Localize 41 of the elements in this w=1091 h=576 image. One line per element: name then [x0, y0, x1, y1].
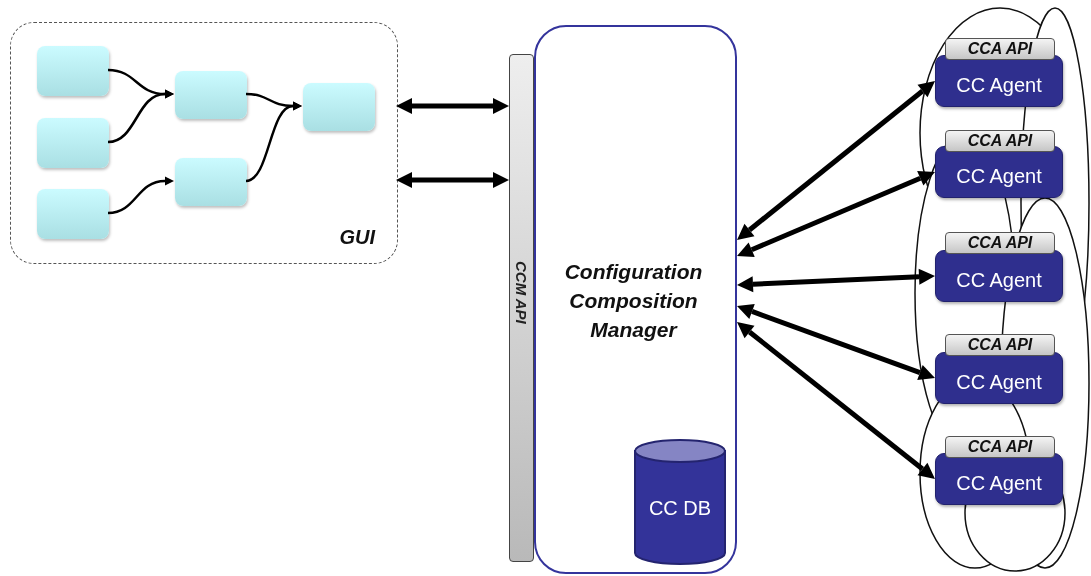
agent-label: CC Agent: [956, 74, 1042, 97]
arrow: [107, 89, 174, 144]
double-arrow: [737, 170, 935, 258]
arrow: [107, 176, 174, 215]
api-label: CCA API: [967, 336, 1033, 354]
double-arrow: [396, 172, 509, 188]
api-label: CCA API: [967, 40, 1033, 58]
database-label: CC DB: [647, 497, 713, 520]
api-tab: [945, 38, 1055, 60]
agent-label: CC Agent: [956, 269, 1042, 292]
api-label: CCA API: [967, 438, 1033, 456]
process-box: [37, 46, 109, 96]
api-tab: [945, 436, 1055, 458]
manager-panel: [534, 25, 737, 574]
api-tab: [945, 232, 1055, 254]
api-bar: [509, 54, 534, 562]
api-tab: [945, 334, 1055, 356]
api-label: CCM API: [513, 261, 530, 324]
process-box: [175, 71, 247, 119]
double-arrow: [737, 81, 935, 240]
double-arrow: [396, 98, 509, 114]
process-box: [175, 158, 247, 206]
agent-box: [935, 55, 1063, 107]
agent-label: CC Agent: [956, 371, 1042, 394]
agent-box: [935, 352, 1063, 404]
double-arrow: [737, 268, 935, 293]
gui-panel: [10, 22, 398, 264]
api-label: CCA API: [967, 234, 1033, 252]
api-label: CCA API: [967, 132, 1033, 150]
agent-label: CC Agent: [956, 472, 1042, 495]
process-box: [303, 83, 375, 131]
api-tab: [945, 130, 1055, 152]
double-arrow: [737, 322, 935, 479]
arrow: [245, 101, 302, 183]
process-box: [37, 118, 109, 168]
agent-label: CC Agent: [956, 165, 1042, 188]
manager-title: Configuration Composition Manager: [563, 259, 704, 343]
double-arrow: [737, 303, 935, 381]
process-box: [37, 189, 109, 239]
agent-box: [935, 250, 1063, 302]
panel-title: GUI: [339, 226, 375, 249]
